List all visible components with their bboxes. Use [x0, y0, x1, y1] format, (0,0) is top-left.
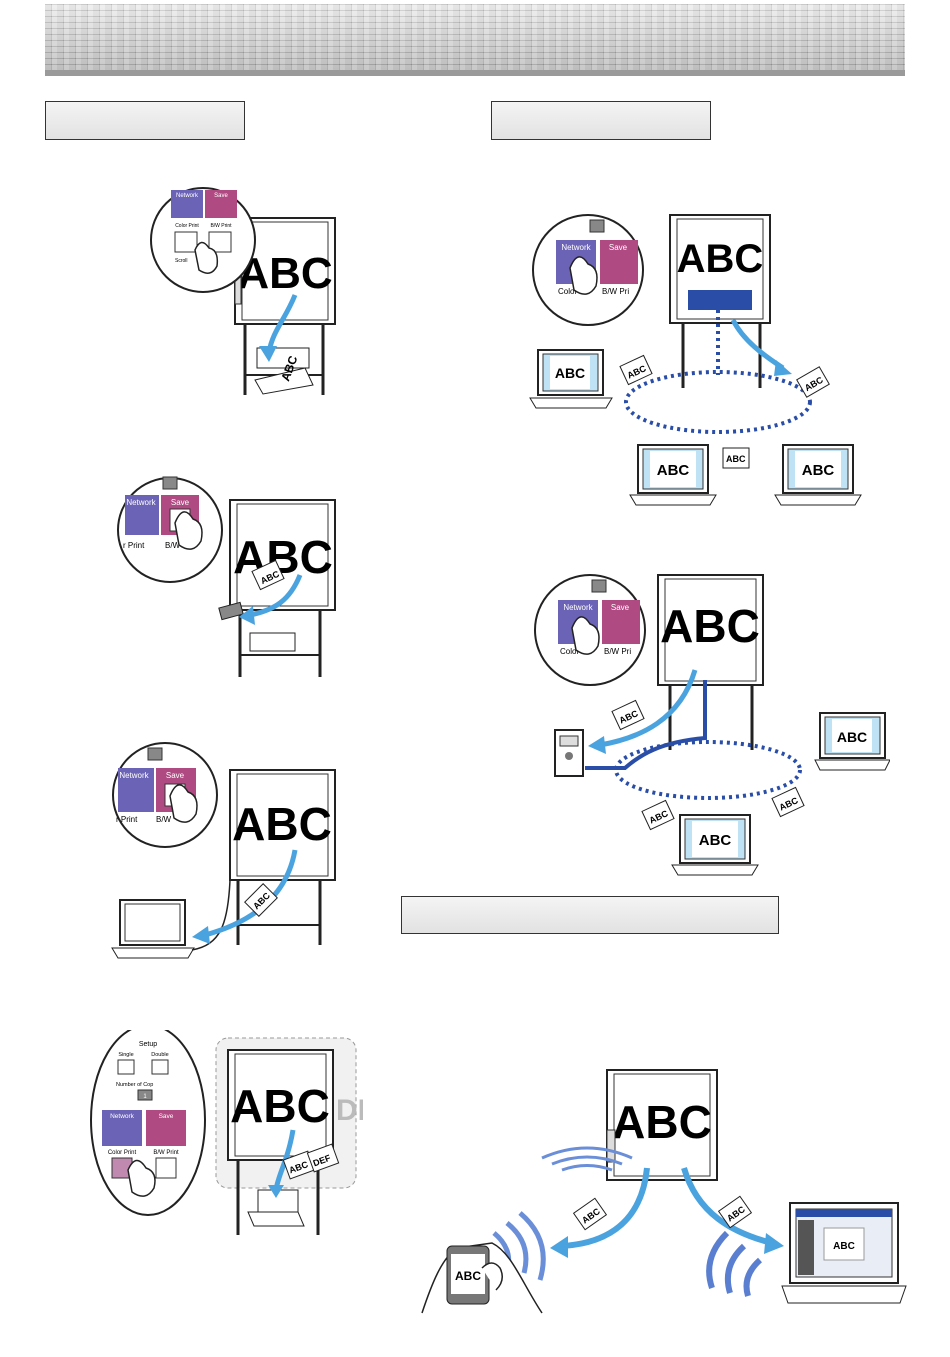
- panel-network: Network: [176, 193, 199, 199]
- doc-text: ABC: [726, 454, 746, 464]
- copies-illustration: ABC DEF ABC DEF Setup Single Double Numb…: [90, 1030, 363, 1235]
- laptop-left: ABC: [529, 349, 613, 409]
- panel-copies-count: 1: [143, 1094, 147, 1100]
- panel-double: Double: [151, 1052, 168, 1058]
- save-pc-illustration: ABC ABC Network Save r Print B/W: [111, 742, 336, 959]
- laptop-bottom: ABC: [671, 814, 759, 876]
- laptop-right: ABC: [774, 444, 862, 506]
- laptop-text: ABC: [833, 1241, 855, 1252]
- section-label-left: [45, 101, 245, 140]
- save-usb-illustration: ABC ABC Network Save r Print B/W: [117, 476, 336, 677]
- panel-save: Save: [609, 243, 628, 252]
- laptop-text: ABC: [555, 365, 585, 381]
- panel-color: Color: [560, 647, 579, 656]
- panel-bw: B/W: [156, 815, 172, 824]
- laptop-right: ABC: [814, 712, 890, 771]
- panel-number-copies: Number of Cop: [116, 1082, 153, 1088]
- laptop-text: ABC: [837, 729, 867, 745]
- panel-save: Save: [611, 603, 630, 612]
- smartphone: ABC: [421, 1242, 543, 1314]
- network-share-illustration: ABC ABC ABC ABC ABC ABC ABC Network Save…: [529, 214, 862, 506]
- board-text: ABC: [612, 1096, 712, 1148]
- panel-bw-print: B/W Print: [210, 223, 232, 229]
- panel-single: Single: [118, 1052, 133, 1058]
- section-label-wireless: [401, 896, 779, 934]
- header-banner: [45, 4, 905, 76]
- wireless-illustration: ABC ABC ABC ABC ABC: [421, 1069, 907, 1314]
- laptop-text: ABC: [699, 832, 732, 849]
- panel-save: Save: [166, 771, 185, 780]
- panel-save: Save: [159, 1113, 174, 1120]
- laptop-text: ABC: [657, 462, 690, 479]
- panel-network: Network: [561, 243, 591, 252]
- phone-text: ABC: [455, 1269, 481, 1283]
- board-text: ABC: [232, 798, 332, 850]
- laptop-wireless: ABC: [781, 1202, 907, 1304]
- section-label-right: [491, 101, 711, 140]
- doc-text-2: DEF: [336, 1094, 363, 1127]
- panel-setup: Setup: [139, 1041, 157, 1048]
- board-text: ABC: [230, 1080, 330, 1132]
- network-storage-illustration: ABC ABC ABC ABC ABC ABC Network Save Col…: [534, 574, 890, 876]
- panel-print-frag: r Print: [116, 815, 138, 824]
- panel-network: Network: [110, 1113, 135, 1120]
- laptop-bottom: ABC: [629, 444, 717, 506]
- board-text: ABC: [660, 600, 760, 652]
- panel-bw: B/W: [165, 541, 181, 550]
- laptop-text: ABC: [802, 462, 835, 479]
- panel-color-print: Color Print: [108, 1150, 137, 1156]
- panel-bw-pri: B/W Pri: [604, 647, 631, 656]
- panel-color: Color: [558, 287, 577, 296]
- panel-network: Network: [119, 771, 149, 780]
- print-illustration: ABC ABC Network Save Color Print B/W Pri…: [150, 187, 336, 395]
- panel-save: Save: [214, 193, 228, 199]
- board-text: ABC: [677, 237, 764, 281]
- panel-bw-print: B/W Print: [153, 1150, 179, 1156]
- panel-network: Network: [126, 498, 156, 507]
- panel-network: Network: [563, 603, 593, 612]
- panel-print-frag: r Print: [123, 541, 145, 550]
- panel-color-print: Color Print: [175, 223, 199, 229]
- board-text: ABC: [237, 249, 332, 298]
- panel-scroll: Scroll: [175, 258, 188, 264]
- panel-bw-pri: B/W Pri: [602, 287, 629, 296]
- board-text: ABC: [233, 531, 333, 583]
- panel-save: Save: [171, 498, 190, 507]
